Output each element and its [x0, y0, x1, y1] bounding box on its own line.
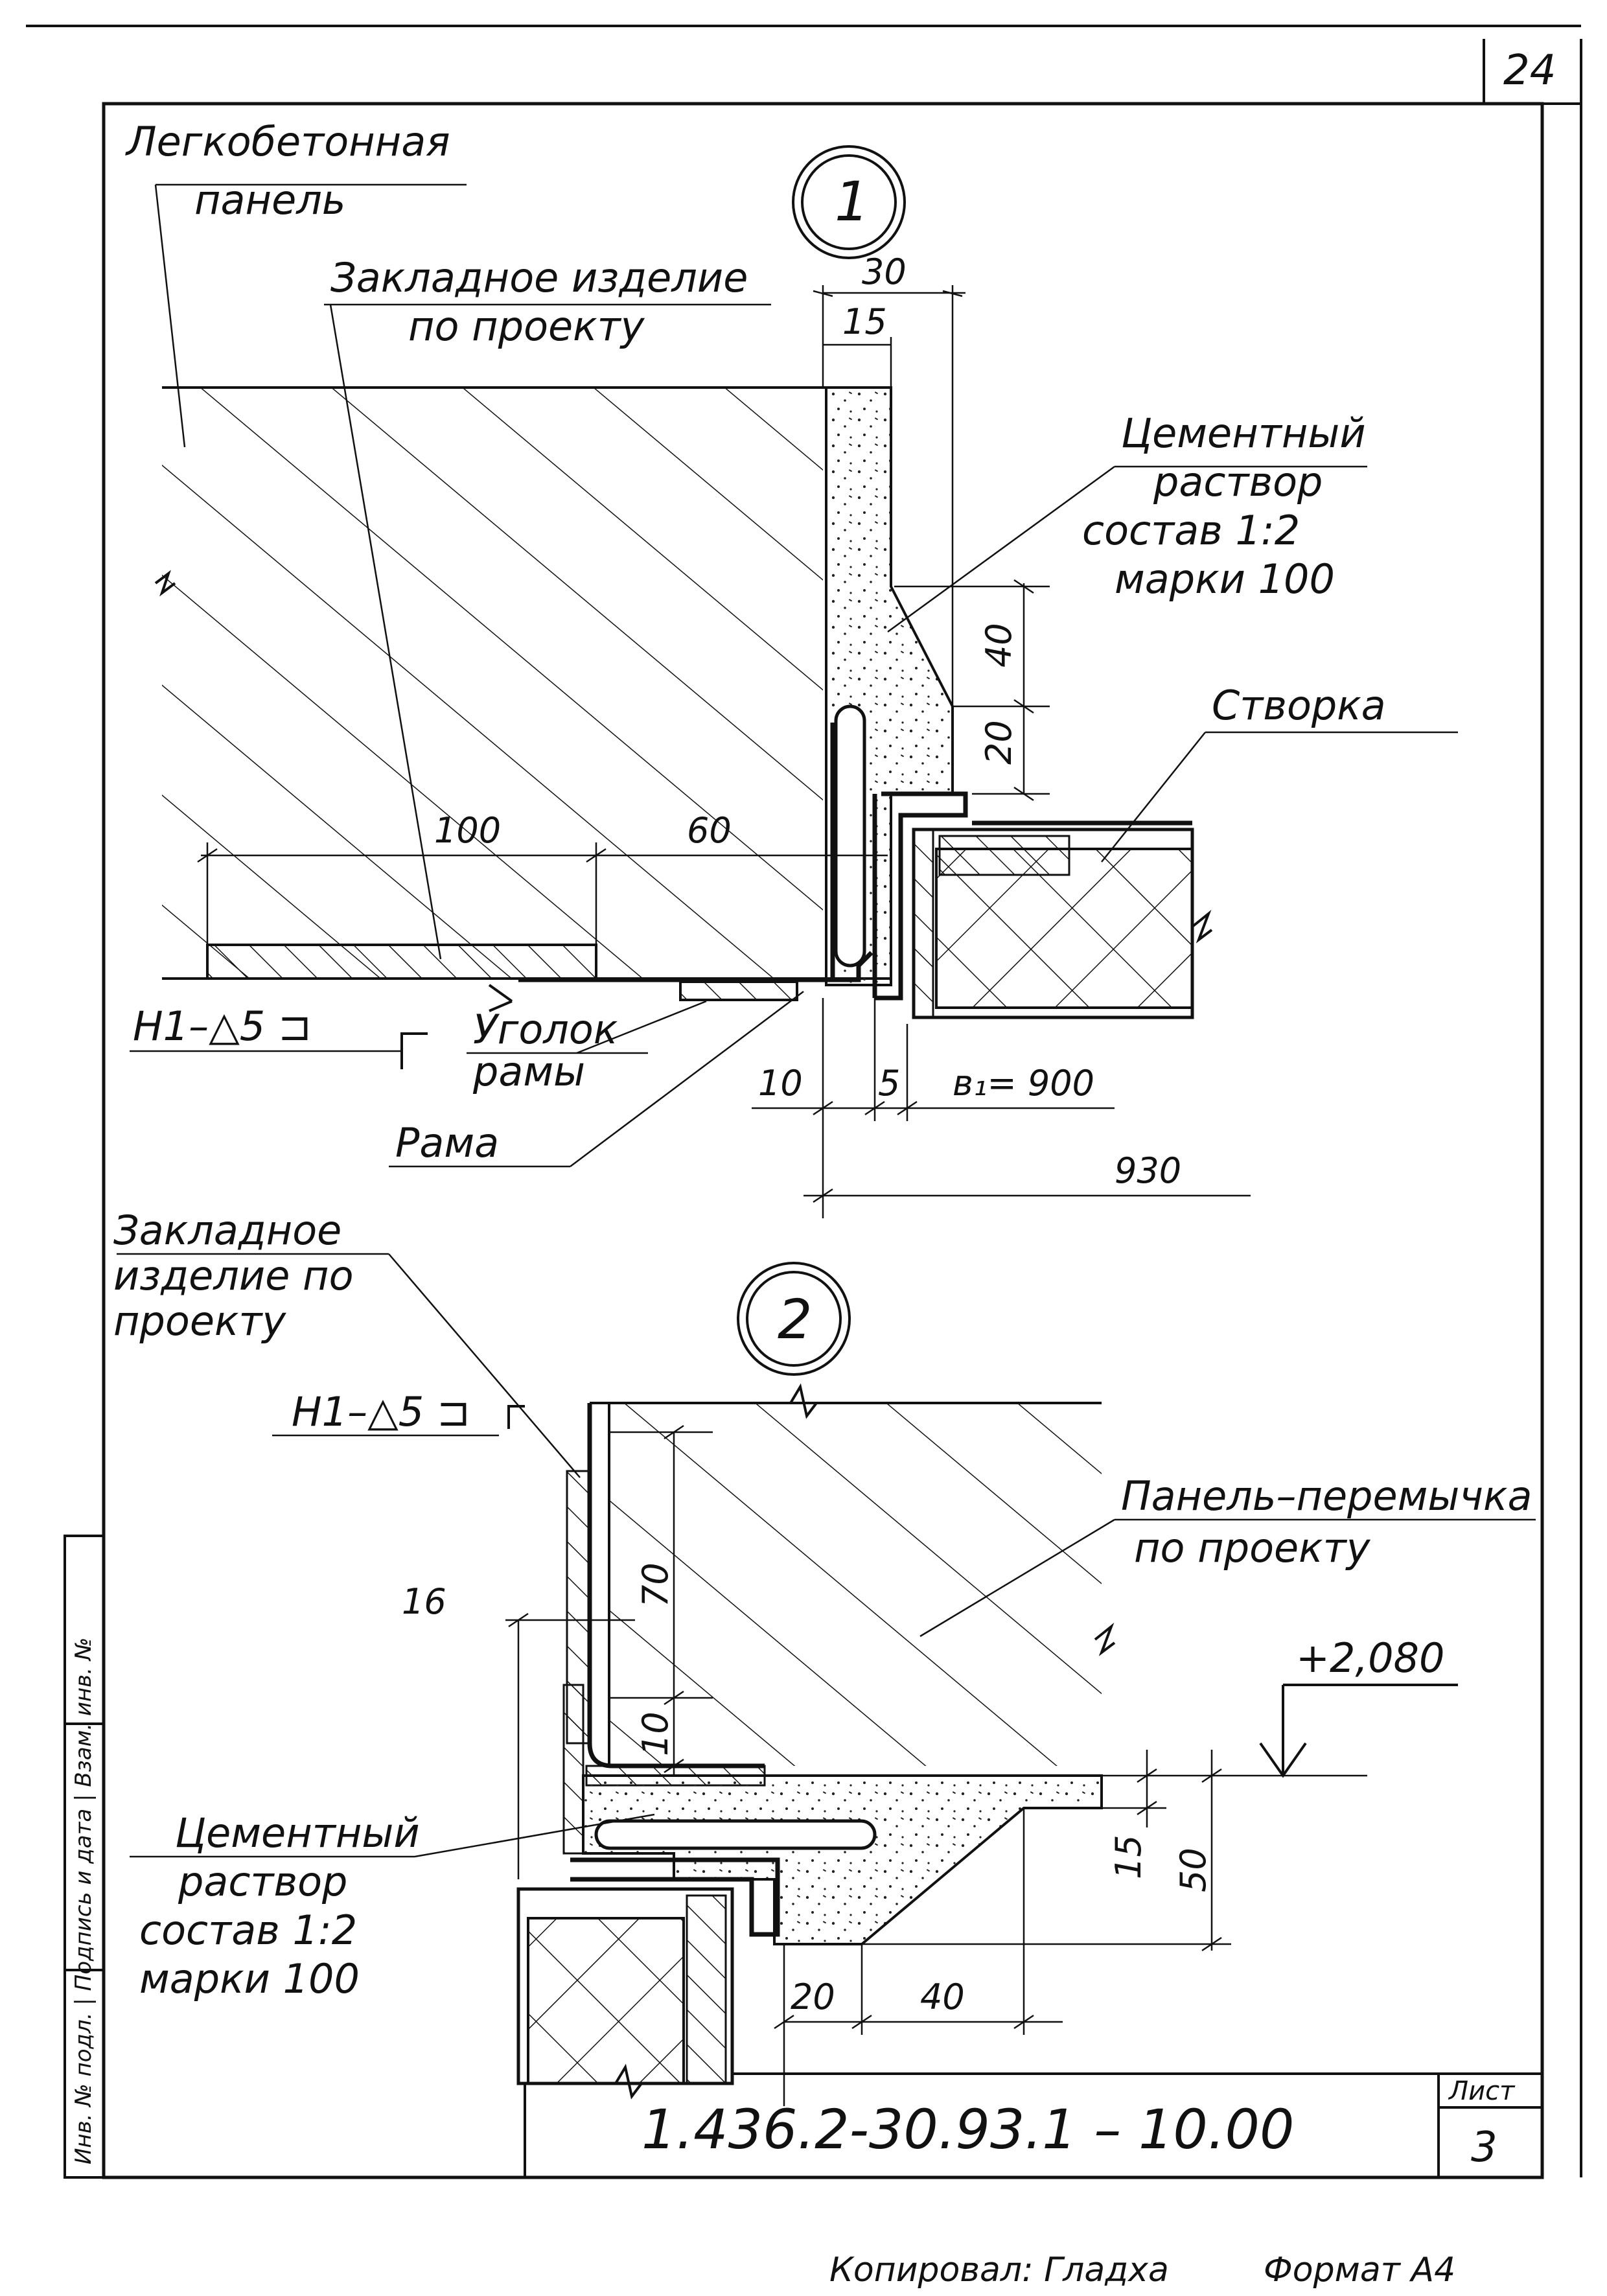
dim-15: 15: [842, 301, 887, 342]
corner-label-line1: Уголок: [473, 1006, 618, 1053]
elevation-marker: [1259, 1684, 1458, 1778]
sheet-frame: [26, 25, 1582, 2179]
page-number: 24: [1503, 47, 1556, 95]
embed2-label-line1: Закладное: [113, 1207, 341, 1254]
detail-2: 2: [113, 1207, 1536, 2106]
dim-40-b: 40: [920, 1977, 965, 2017]
side-stamp-text: Инв. № подл. | Подпись и дата | Взам. ин…: [71, 1638, 97, 2164]
mortar2-label-line4: марки 100: [139, 1955, 360, 2002]
embed2-label-line3: проекту: [113, 1297, 287, 1345]
document-code: 1.436.2-30.93.1 – 10.00: [642, 2098, 1294, 2161]
mortar-fill-2: [582, 1774, 1103, 1945]
dim-15-b: 15: [1108, 1835, 1149, 1879]
svg-text:1: 1: [835, 170, 869, 233]
sheet-label: Лист: [1448, 2076, 1516, 2106]
frame-profile-2: [570, 1857, 780, 1937]
anchor-rod-2: [594, 1819, 877, 1850]
detail-1-marker: 1: [792, 145, 906, 259]
dim-40: 40: [978, 623, 1019, 667]
mortar-label-line4: марки 100: [1115, 555, 1335, 603]
dim-60: 60: [687, 810, 732, 851]
elevation-value: +2,080: [1296, 1634, 1444, 1682]
sash-2: [516, 1887, 734, 2100]
svg-text:2: 2: [778, 1288, 812, 1351]
mortar-label-line3: состав 1:2: [1082, 507, 1300, 554]
dimensions-2: [505, 1424, 1367, 2106]
corner-label-line2: рамы: [472, 1048, 585, 1095]
dim-20: 20: [978, 720, 1019, 765]
sash-label: Створка: [1212, 682, 1386, 729]
mortar2-label-line2: раствор: [178, 1858, 347, 1905]
dim-50: 50: [1173, 1848, 1214, 1892]
frame-label: Рама: [395, 1119, 499, 1166]
leaders-2: [117, 1253, 1536, 1858]
lintel-label-line1: Панель–перемычка: [1121, 1472, 1532, 1520]
detail-1: 1: [125, 118, 1458, 1218]
mortar-label-line1: Цементный: [1121, 410, 1366, 457]
sheet-number: 3: [1471, 2124, 1497, 2172]
panel-label-line1: Легкобетонная: [125, 118, 450, 165]
sash-1: [912, 820, 1213, 1019]
mortar-label-line2: раствор: [1153, 458, 1323, 505]
leaders-1: [130, 183, 1458, 1168]
frame-profile-1: [875, 791, 968, 1001]
weld-label-1: Н1–△5 ⊐: [133, 1003, 312, 1050]
dim-16: 16: [402, 1581, 446, 1622]
lintel-label-line2: по проекту: [1134, 1524, 1371, 1571]
dim-b1: в₁= 900: [953, 1063, 1094, 1104]
concrete-panel: [154, 386, 891, 980]
detail-2-marker: 2: [737, 1262, 851, 1376]
dimensions-1: [197, 285, 1251, 1218]
embed-label-line1: Закладное изделие: [330, 254, 748, 301]
frame-angle-1: [518, 723, 873, 1001]
dim-5: 5: [878, 1063, 900, 1104]
panel-label-line2: панель: [194, 176, 345, 224]
embed-plate-1: [206, 944, 597, 980]
weld-label-2: Н1–△5 ⊐: [292, 1388, 470, 1435]
dim-930: 930: [1115, 1150, 1181, 1191]
dim-10-b: 10: [635, 1711, 676, 1756]
mortar2-label-line1: Цементный: [175, 1809, 420, 1857]
dim-30: 30: [862, 251, 907, 292]
dim-10: 10: [758, 1063, 803, 1104]
embed2-label-line2: изделие по: [113, 1252, 354, 1299]
dim-70: 70: [635, 1562, 676, 1607]
anchor-rod-1: [834, 704, 866, 968]
footer-format: Формат А4: [1264, 2251, 1455, 2290]
lintel-panel: [590, 1383, 1116, 1766]
dim-20-b: 20: [791, 1977, 835, 2017]
mortar2-label-line3: состав 1:2: [139, 1907, 357, 1954]
footer-copied: Копировал: Гладха: [829, 2251, 1169, 2290]
dim-100: 100: [434, 810, 501, 851]
embed-label-line2: по проекту: [408, 303, 645, 350]
